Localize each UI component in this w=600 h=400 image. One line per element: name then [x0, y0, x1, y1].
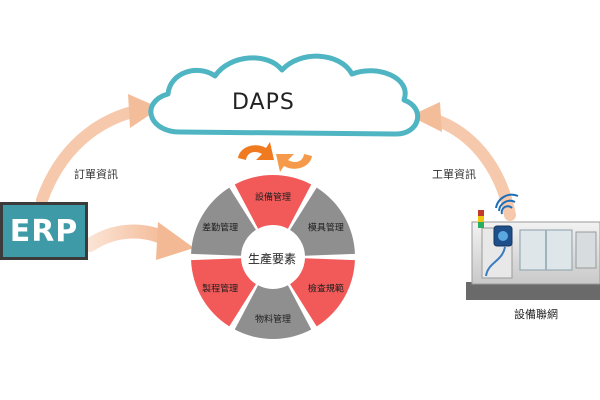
wheel-segment-label: 差勤管理: [202, 222, 238, 234]
wheel-center: [243, 227, 303, 287]
wheel-segment-label: 設備管理: [255, 191, 291, 203]
wheel-segment-label: 物料管理: [255, 313, 291, 325]
wifi-icon: [495, 193, 519, 215]
order-info-arrow: [36, 94, 160, 206]
machine-illustration: [466, 193, 600, 300]
wheel-segment: [191, 187, 256, 256]
wheel-segment-label: 檢查規範: [308, 283, 344, 295]
wheel-segment: [290, 258, 355, 327]
daps-cloud: [148, 53, 421, 137]
sync-arrows-icon: [238, 142, 312, 172]
order-info-label: 訂單資訊: [74, 168, 118, 181]
wheel-segment: [191, 258, 256, 327]
erp-box: ERP: [0, 202, 88, 260]
erp-label: ERP: [9, 213, 79, 249]
erp-to-wheel-arrow: [83, 222, 194, 260]
work-order-info-label: 工單資訊: [432, 168, 476, 181]
device-network-label: 設備聯網: [514, 308, 558, 321]
work-order-info-arrow: [410, 102, 516, 221]
wheel-segment: [234, 285, 312, 339]
wheel-segment: [234, 174, 312, 229]
wheel-center-label: 生產要素: [248, 252, 297, 266]
wheel-segment: [290, 187, 355, 256]
wheel-segment-label: 製程管理: [202, 283, 238, 295]
cloud-label: DAPS: [232, 90, 295, 115]
wheel-segment-label: 模具管理: [308, 222, 344, 234]
iot-module-icon: [485, 225, 513, 277]
